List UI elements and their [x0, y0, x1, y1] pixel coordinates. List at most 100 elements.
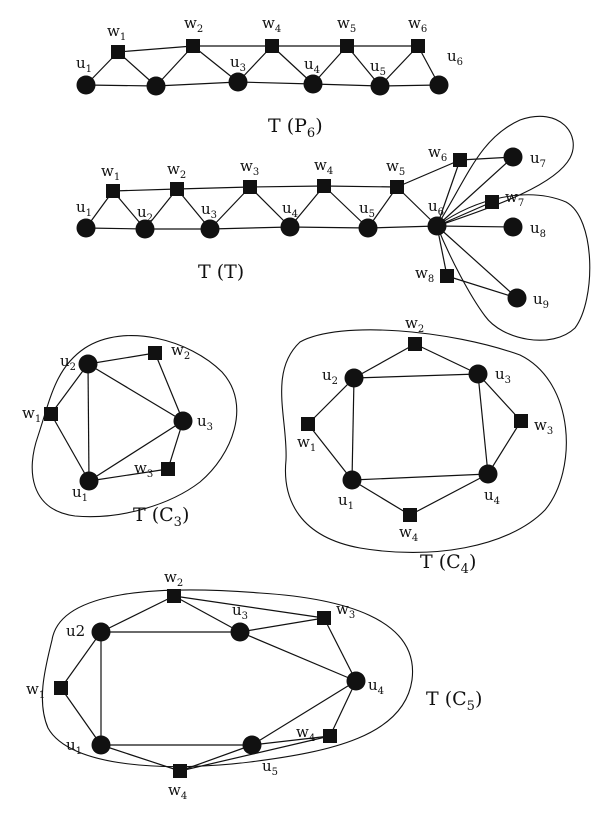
vertex-label-w1-base: w: [297, 433, 310, 451]
edge-w3-u1: [88, 468, 169, 482]
edge-u4-u5: [289, 226, 369, 229]
vertex-label-u5-base: u: [370, 57, 380, 75]
edge-u2-w2: [87, 352, 156, 365]
vertex-u5: [370, 76, 390, 96]
vertex-label-u1-subscript: 1: [76, 746, 82, 757]
vertex-label-u3: u3: [197, 412, 213, 433]
diagram-4-vertices: [301, 337, 528, 522]
diagram-1-vertices: [76, 39, 449, 96]
vertex-label-w2: w2: [164, 568, 183, 589]
vertex-label-u2-subscript: 2: [70, 362, 76, 373]
caption-close: ): [315, 115, 322, 137]
loop-curve-u9: [436, 194, 591, 341]
vertex-label-w8-subscript: 8: [428, 274, 434, 285]
vertex-label-w1-subscript: 1: [120, 32, 126, 43]
edge-u1-u2: [351, 377, 355, 481]
vertex-label-w3-subscript: 3: [147, 469, 153, 480]
vertex-label-u9-base: u: [533, 290, 543, 308]
vertex-label-w5-base: w: [337, 14, 350, 32]
diagram-5-caption: T (C5): [426, 688, 482, 714]
edge-w5-w6: [396, 159, 461, 188]
edge-w8-u9: [446, 275, 518, 299]
vertex-label-u5-base: u: [359, 199, 369, 217]
vertex-u6: [427, 216, 447, 236]
diagram-4-edges: [307, 343, 522, 516]
vertex-w7: [485, 195, 499, 209]
vertex-label-u2-base: u: [137, 203, 147, 221]
vertex-label-w6: w6: [408, 14, 427, 35]
vertex-label-w3-base: w: [534, 416, 547, 434]
edge-w1-w2: [112, 188, 178, 192]
vertex-u9: [507, 288, 527, 308]
diagram-2-caption: T (T): [198, 261, 244, 283]
vertex-label-w2-base: w: [164, 568, 177, 586]
edge-u2-w2: [100, 595, 175, 633]
vertex-label-u2: u2: [60, 352, 76, 373]
vertex-label-w4b-subscript: 4: [181, 791, 187, 802]
edge-w3-w4: [249, 185, 325, 188]
edge-u3-u4: [237, 81, 314, 85]
vertex-u8: [503, 217, 523, 237]
vertex-label-u4-base: u: [304, 55, 314, 73]
edge-u1-w1: [50, 413, 90, 482]
vertex-label-u4-base: u: [368, 676, 378, 694]
vertex-label-w4b: w4: [168, 781, 187, 802]
vertex-label-w1-subscript: 1: [35, 414, 41, 425]
vertex-label-u5: u5: [262, 757, 278, 778]
caption-subscript: 5: [467, 699, 475, 714]
vertex-u3: [228, 72, 248, 92]
vertex-u3: [173, 411, 193, 431]
diagram-1-caption: T (P6): [268, 115, 323, 141]
caption-base: T (C: [420, 551, 461, 573]
vertex-label-w1-base: w: [26, 680, 39, 698]
edge-u3-u4: [209, 226, 291, 230]
enclosing-curve-c4: [281, 329, 567, 553]
vertex-w6: [453, 153, 467, 167]
caption-subscript: 4: [461, 562, 469, 577]
vertex-u1: [342, 470, 362, 490]
vertex-label-w4-subscript: 4: [412, 533, 418, 544]
vertex-label-w1-base: w: [22, 404, 35, 422]
vertex-label-u1: u1: [66, 736, 82, 757]
vertex-label-u1-base: u: [76, 198, 86, 216]
vertex-w1: [301, 417, 315, 431]
vertex-label-u2: u2: [66, 622, 85, 640]
vertex-w5: [390, 180, 404, 194]
edge-u2-w2: [353, 343, 416, 379]
vertex-label-w1-subscript: 1: [114, 172, 120, 183]
vertex-label-u6: u6: [447, 47, 463, 68]
vertex-w8: [440, 269, 454, 283]
vertex-label-w3-base: w: [134, 459, 147, 477]
vertex-label-w1-subscript: 1: [310, 443, 316, 454]
vertex-label-w5: w5: [337, 14, 356, 35]
vertex-label-w6: w6: [428, 143, 447, 164]
vertex-label-w4-subscript: 4: [275, 24, 281, 35]
vertex-u3: [230, 622, 250, 642]
vertex-w4: [403, 508, 417, 522]
caption-base: T (T): [198, 261, 244, 283]
vertex-label-w3: w3: [134, 459, 153, 480]
edge-w3-u4: [323, 617, 357, 682]
vertex-label-u3-base: u: [495, 365, 505, 383]
edge-u1-u2: [87, 363, 90, 482]
edge-w2-u3: [414, 343, 479, 375]
vertex-label-w8-base: w: [415, 264, 428, 282]
caption-close: ): [469, 551, 476, 573]
edges-layer: [50, 45, 522, 772]
vertex-w3: [161, 462, 175, 476]
vertex-u4: [346, 671, 366, 691]
vertex-w1: [54, 681, 68, 695]
vertex-label-w4: w4: [399, 523, 418, 544]
vertex-label-w3: w3: [336, 600, 355, 621]
vertex-label-w2-base: w: [171, 341, 184, 359]
edge-u5-u6: [379, 84, 440, 87]
vertex-label-w4-base: w: [314, 156, 327, 174]
vertex-label-w1: w1: [26, 680, 45, 701]
edge-w1-w2: [117, 45, 194, 53]
vertex-label-w2-subscript: 2: [177, 578, 183, 589]
vertex-u4: [303, 74, 323, 94]
vertex-label-u1-base: u: [72, 483, 82, 501]
vertex-label-w1: w1: [297, 433, 316, 454]
vertex-label-w5: w5: [386, 157, 405, 178]
